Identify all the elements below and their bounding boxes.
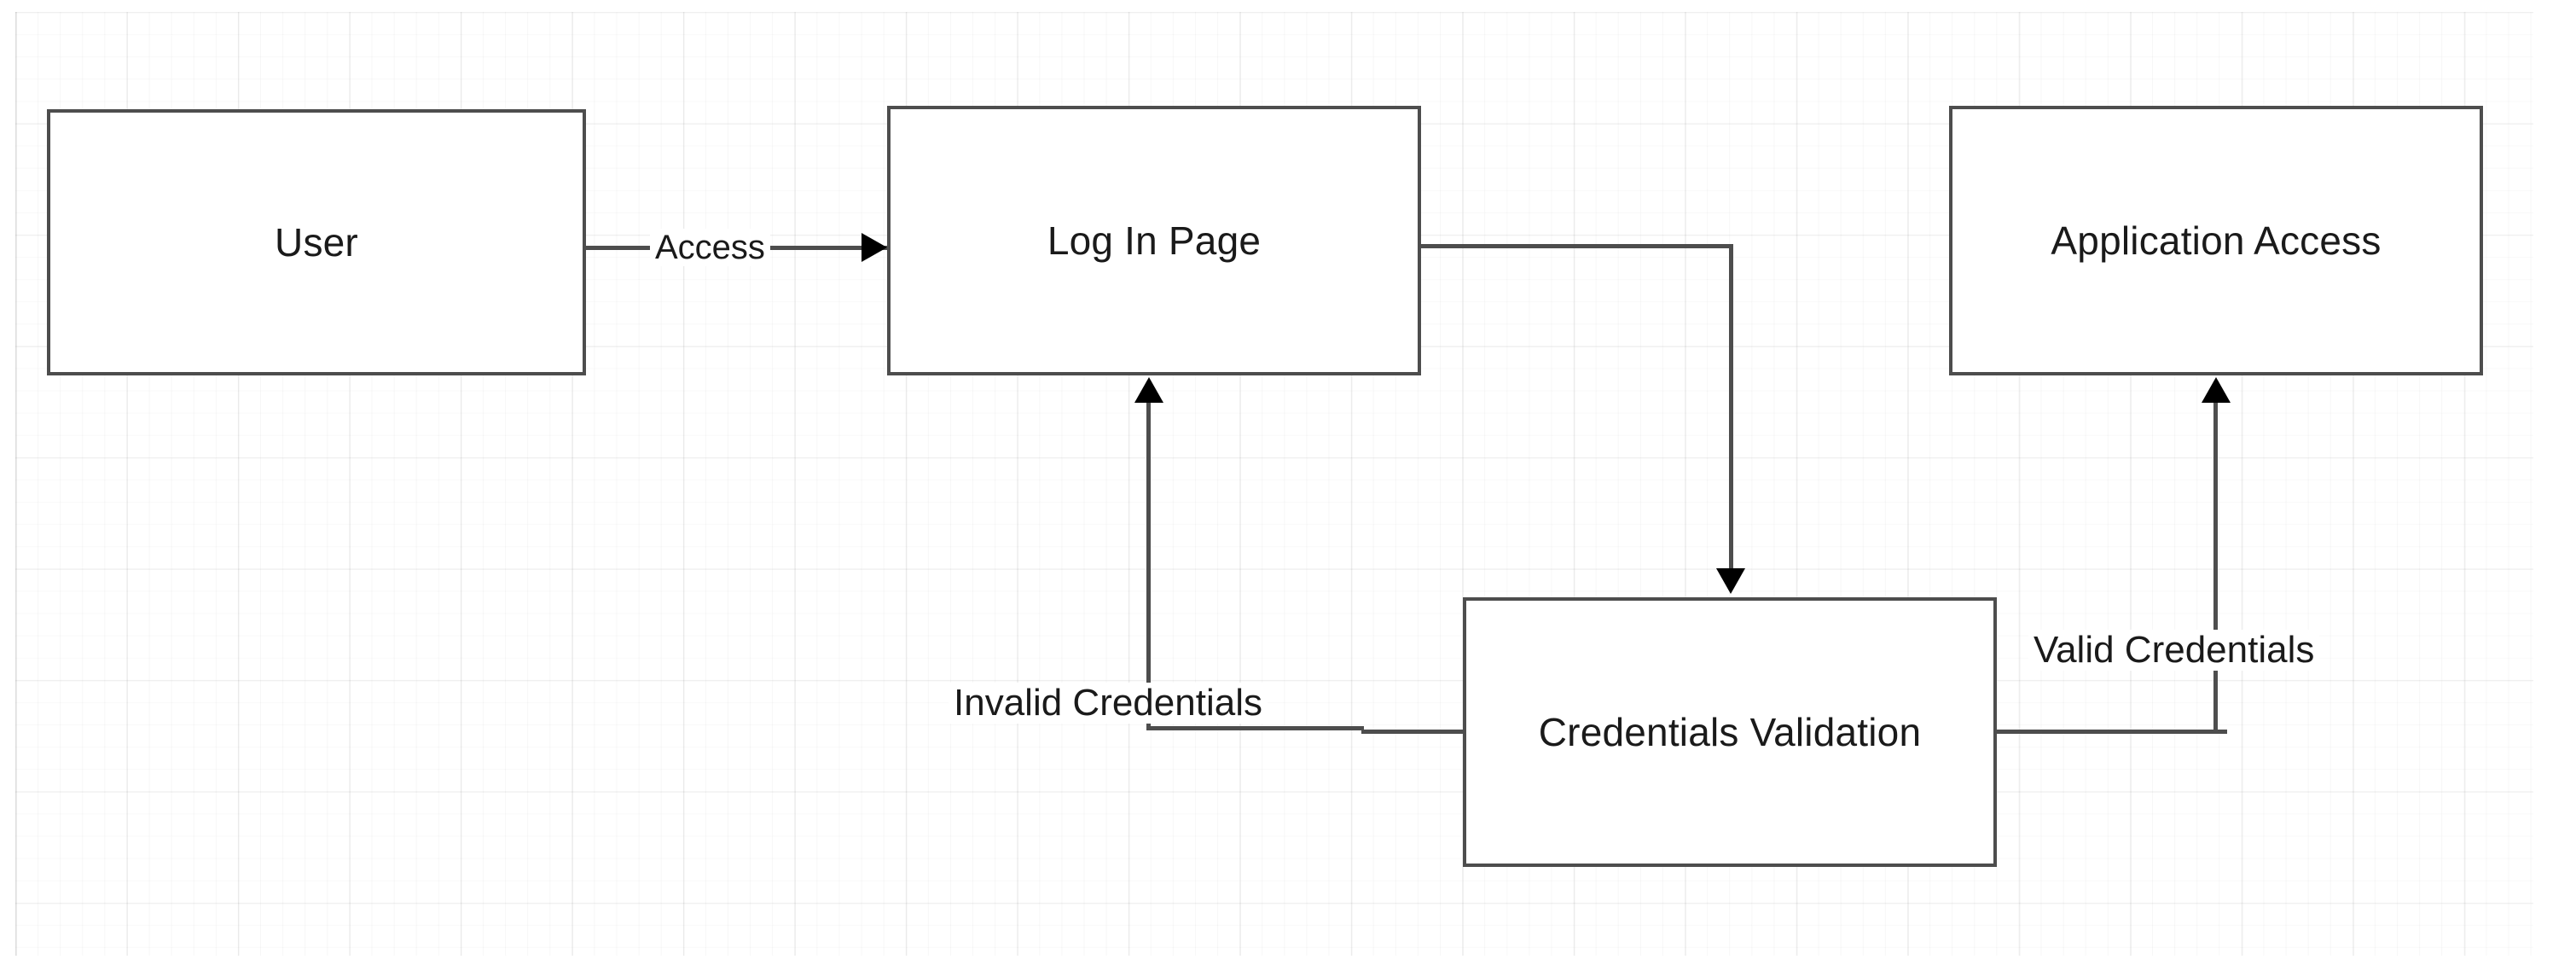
edge-validation-to-login-segment-horizontal bbox=[1361, 730, 1465, 734]
edge-validation-to-login-segment-vertical bbox=[1146, 401, 1151, 730]
node-application-access-label: Application Access bbox=[2051, 218, 2382, 263]
node-credentials-validation-label: Credentials Validation bbox=[1538, 709, 1922, 754]
node-log-in-page[interactable]: Log In Page bbox=[887, 106, 1421, 375]
edge-validation-to-appaccess-segment-vertical bbox=[2213, 401, 2218, 731]
node-application-access[interactable]: Application Access bbox=[1949, 106, 2483, 375]
edge-login-to-validation-segment-horizontal bbox=[1418, 244, 1733, 248]
node-user[interactable]: User bbox=[47, 109, 586, 375]
edge-login-to-validation-arrowhead-icon bbox=[1716, 568, 1745, 594]
edge-validation-to-appaccess-arrowhead-icon bbox=[2202, 377, 2231, 403]
grid-left-edge bbox=[15, 12, 17, 956]
edge-label-access: Access bbox=[650, 229, 770, 266]
edge-label-valid-credentials: Valid Credentials bbox=[2028, 630, 2320, 671]
edge-label-invalid-credentials: Invalid Credentials bbox=[949, 683, 1268, 724]
node-user-label: User bbox=[275, 219, 358, 265]
edge-validation-to-login-arrowhead-icon bbox=[1134, 377, 1163, 403]
node-credentials-validation[interactable]: Credentials Validation bbox=[1463, 597, 1997, 867]
edge-user-to-login-arrowhead-icon bbox=[862, 233, 887, 262]
edge-login-to-validation-segment-vertical bbox=[1729, 244, 1733, 568]
edge-validation-to-appaccess-segment-horizontal bbox=[1995, 730, 2227, 734]
edge-validation-to-login-segment-horizontal-2 bbox=[1146, 726, 1364, 730]
node-log-in-page-label: Log In Page bbox=[1047, 218, 1262, 263]
